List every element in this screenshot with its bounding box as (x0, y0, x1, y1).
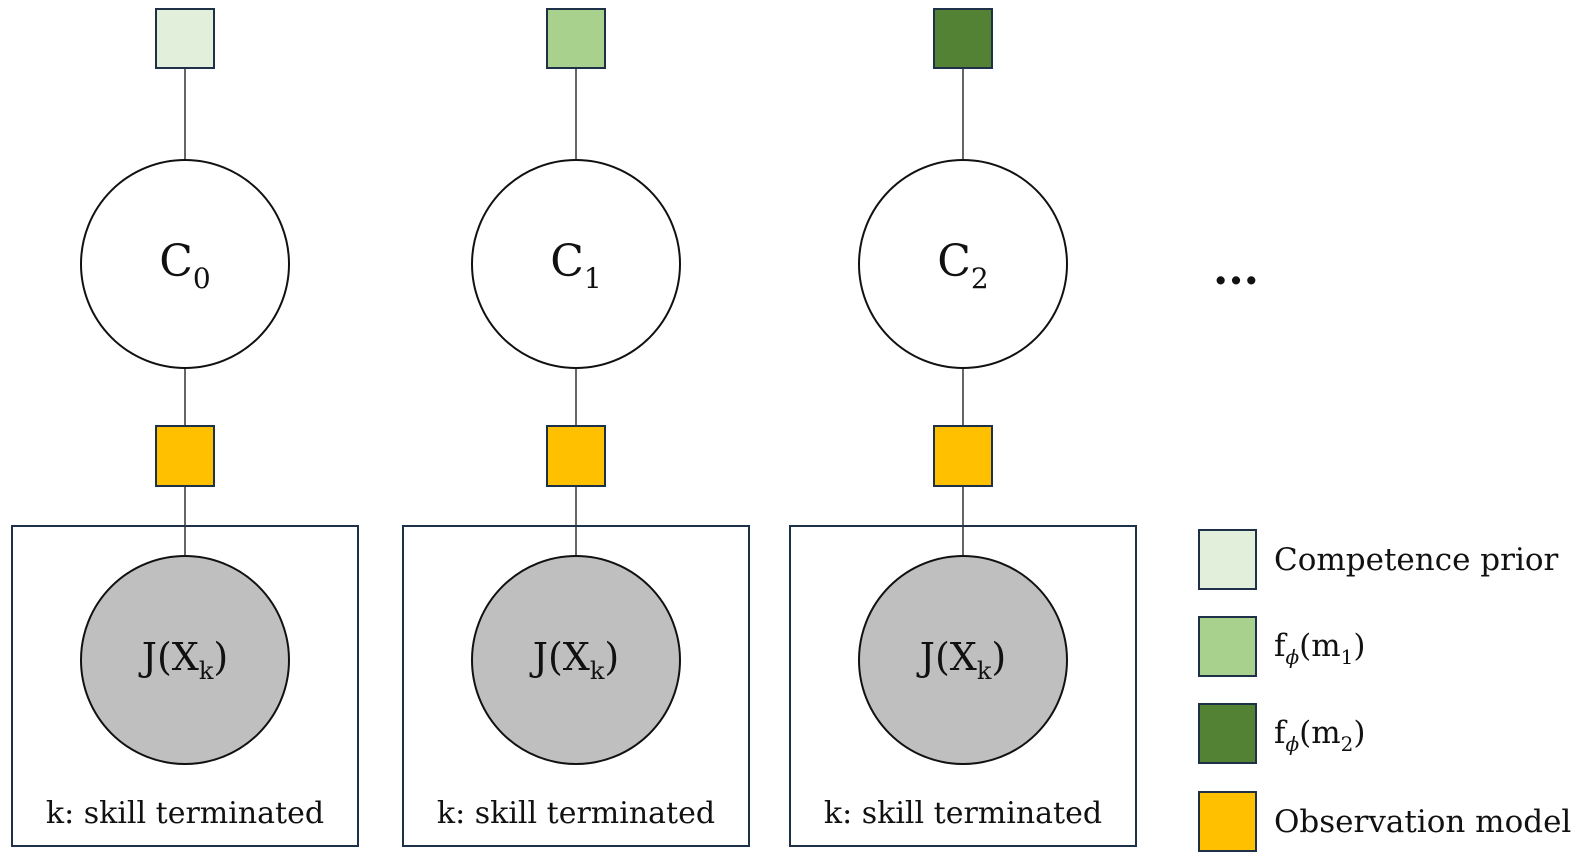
competence-prior-factor-1 (546, 8, 606, 69)
legend-swatch-1 (1198, 616, 1257, 677)
legend-swatch-0 (1198, 529, 1257, 590)
competence-node-label-0: C0 (159, 236, 211, 295)
observed-node-label-0: J(Xk) (138, 635, 229, 685)
observed-node-label-2: J(Xk) (916, 635, 1007, 685)
legend-label-0: Competence prior (1274, 542, 1559, 578)
competence-prior-factor-0 (155, 8, 215, 69)
competence-node-label-1: C1 (550, 236, 602, 295)
competence-node-2 (858, 159, 1068, 369)
observed-node-label-1: J(Xk) (529, 635, 620, 685)
observed-node-0 (80, 555, 290, 765)
column-1: C1 J(Xk) k: skill terminated (402, 8, 750, 847)
legend-item-competence-prior: Competence prior (1198, 529, 1559, 590)
competence-node-label-2: C2 (937, 236, 989, 295)
legend-item-f-phi-m2: fϕ(m2) (1198, 703, 1365, 764)
legend: Competence prior fϕ(m1) fϕ(m2) Observati… (1198, 529, 1571, 852)
observation-model-factor-2 (933, 425, 993, 487)
observed-node-1 (471, 555, 681, 765)
legend-label-1: fϕ(m1) (1274, 628, 1365, 669)
legend-label-2: fϕ(m2) (1274, 715, 1365, 756)
column-2: C2 J(Xk) k: skill terminated (789, 8, 1137, 847)
observed-node-2 (858, 555, 1068, 765)
column-0: C0 J(Xk) k: skill terminated (11, 8, 359, 847)
legend-item-f-phi-m1: fϕ(m1) (1198, 616, 1365, 677)
legend-label-3: Observation model (1274, 804, 1571, 840)
competence-prior-factor-2 (933, 8, 993, 69)
competence-node-1 (471, 159, 681, 369)
legend-swatch-2 (1198, 703, 1257, 764)
legend-item-observation-model: Observation model (1198, 791, 1571, 852)
observation-model-factor-0 (155, 425, 215, 487)
ellipsis: ... (1213, 244, 1259, 295)
plate-label-0: k: skill terminated (46, 796, 324, 831)
legend-swatch-3 (1198, 791, 1257, 852)
observation-model-factor-1 (546, 425, 606, 487)
plate-label-2: k: skill terminated (824, 796, 1102, 831)
competence-node-0 (80, 159, 290, 369)
plate-label-1: k: skill terminated (437, 796, 715, 831)
